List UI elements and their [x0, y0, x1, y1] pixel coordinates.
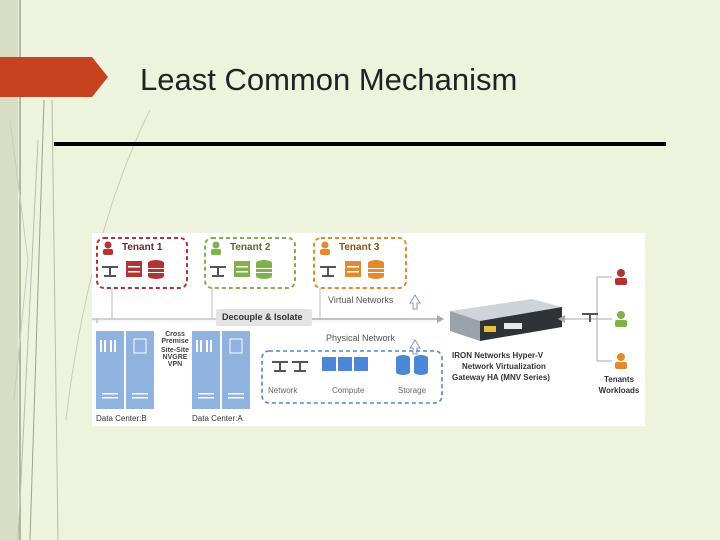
- compute-resource-label: Compute: [332, 386, 365, 395]
- network-virtualization-diagram: Tenant 1 Tenant 2 Tenant 3 Virtual Netwo…: [92, 233, 645, 426]
- gateway-label: IRON Networks Hyper-V Network Virtualiza…: [452, 351, 550, 382]
- bus-arrow-icon: [437, 315, 444, 323]
- decouple-isolate-box: [216, 309, 312, 326]
- tenants-workloads-label: Tenants Workloads: [598, 375, 640, 395]
- tenant-1-person-icon: [103, 241, 113, 255]
- data-center-b-label: Data Center:B: [96, 414, 147, 423]
- workload-person-icon-orange: [615, 353, 627, 369]
- cross-premise-label: Cross Premise Site-Site NVGRE VPN: [160, 331, 189, 368]
- physical-resources-box: [261, 350, 443, 404]
- title-accent-bar: [0, 57, 108, 97]
- virtual-networks-arrow-icon: [409, 294, 421, 310]
- tenant-3-box: [313, 237, 407, 289]
- slide-title: Least Common Mechanism: [140, 62, 518, 97]
- tenant-2-person-icon: [211, 241, 221, 255]
- tenant-3-label: Tenant 3: [339, 242, 380, 253]
- tenant-3-person-icon: [320, 241, 330, 255]
- data-center-a-icon: [192, 331, 250, 409]
- decouple-isolate-label: Decouple & Isolate: [222, 312, 303, 322]
- tenant-1-resource-icons: [102, 260, 164, 279]
- network-resource-label: Network: [268, 386, 298, 395]
- tenant-2-box: [204, 237, 296, 289]
- workload-person-icon-red: [615, 269, 627, 285]
- physical-network-arrow-icon: [409, 339, 421, 355]
- physical-resource-icons: [272, 355, 428, 375]
- workload-person-icon-green: [615, 311, 627, 327]
- title-underline: [54, 142, 666, 146]
- virtual-networks-label: Virtual Networks: [328, 295, 394, 305]
- workloads-arrow-icon: [558, 315, 565, 323]
- physical-network-label: Physical Network: [326, 333, 396, 343]
- data-center-a-label: Data Center:A: [192, 414, 243, 423]
- tenant-1-box: [96, 237, 188, 289]
- gateway-appliance-icon: [450, 299, 562, 341]
- diagram-graphics: [92, 237, 627, 409]
- tenant-3-resource-icons: [320, 260, 384, 279]
- tenant-1-label: Tenant 1: [122, 242, 163, 253]
- storage-resource-label: Storage: [398, 386, 427, 395]
- tenant-2-resource-icons: [210, 260, 272, 279]
- data-center-b-icon: [96, 331, 154, 409]
- tenant-2-label: Tenant 2: [230, 242, 271, 253]
